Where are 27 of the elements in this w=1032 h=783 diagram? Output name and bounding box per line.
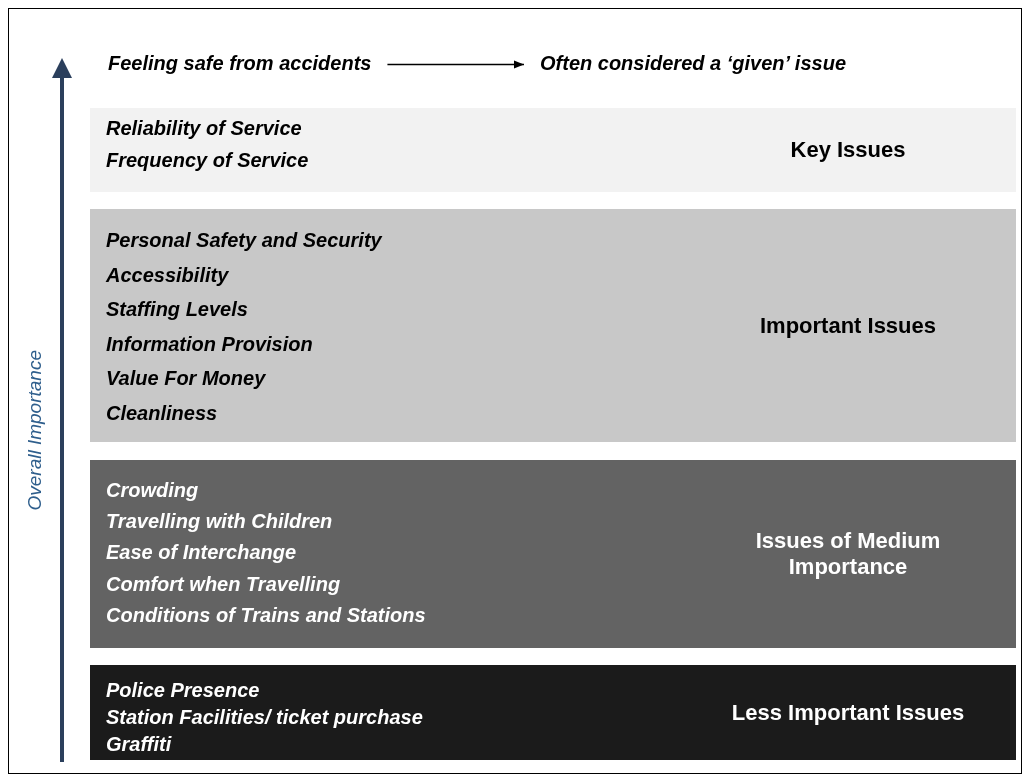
axis-label: Overall Importance xyxy=(24,349,46,510)
band-heading: Key Issues xyxy=(789,137,907,163)
issue-item: Information Provision xyxy=(106,332,313,356)
issue-item: Reliability of Service xyxy=(106,117,302,140)
importance-band xyxy=(90,460,1016,648)
issue-item: Travelling with Children xyxy=(106,510,333,534)
statement-text: Often considered a ‘given’ issue xyxy=(540,52,846,75)
arrow xyxy=(386,60,525,69)
issue-item: Accessibility xyxy=(106,263,229,287)
band-heading: Less Important Issues xyxy=(730,699,966,726)
issue-item: Police Presence xyxy=(106,679,260,702)
issue-item: Value For Money xyxy=(106,367,266,391)
band-heading: Issues of Medium Importance xyxy=(754,528,942,580)
band-heading: Important Issues xyxy=(758,312,937,339)
issue-item: Personal Safety and Security xyxy=(106,229,382,252)
issue-item: Crowding xyxy=(106,479,199,502)
issue-item: Cleanliness xyxy=(106,402,218,425)
issue-item: Graffiti xyxy=(106,733,172,756)
issue-item: Frequency of Service xyxy=(106,149,309,172)
issue-item: Comfort when Travelling xyxy=(106,572,341,596)
issue-item: Conditions of Trains and Stations xyxy=(106,603,426,627)
issue-item: Staffing Levels xyxy=(106,298,248,322)
importance-band xyxy=(90,665,1016,760)
importance-band xyxy=(90,209,1016,442)
issue-item: Station Facilities/ ticket purchase xyxy=(106,706,423,729)
statement-text: Feeling safe from accidents xyxy=(108,52,372,75)
issue-item: Ease of Interchange xyxy=(106,541,297,565)
